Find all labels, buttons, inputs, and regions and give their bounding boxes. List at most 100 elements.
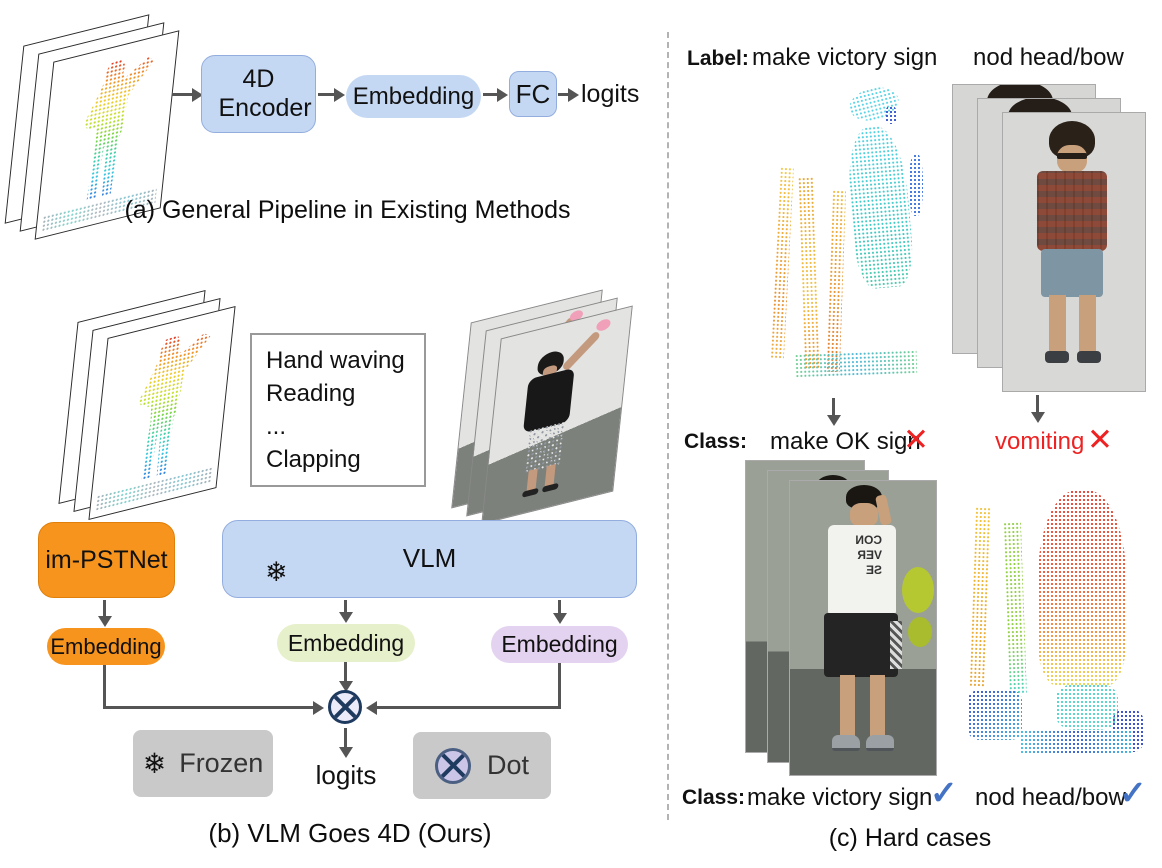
connector-purple-vertical xyxy=(558,663,561,709)
arrow-embedding-to-fc xyxy=(483,93,499,96)
person-foot xyxy=(522,487,539,498)
arrowhead xyxy=(338,612,353,623)
point-cloud-floor xyxy=(95,466,213,513)
arrow-green-to-dot xyxy=(344,662,347,684)
im-pstnet-box: im-PSTNet xyxy=(38,522,175,598)
im-pstnet-label: im-PSTNet xyxy=(45,545,168,574)
encoder-box: 4D Encoder xyxy=(201,55,316,133)
person-shirt xyxy=(1037,171,1107,251)
person-hand-victory xyxy=(875,494,892,526)
person-sneaker xyxy=(832,735,860,751)
prompt-list-box: Hand waving Reading ... Clapping xyxy=(250,333,426,487)
panel-c-caption: (c) Hard cases xyxy=(828,824,992,852)
vlm-box: ❄ VLM xyxy=(222,520,637,598)
person-shirt: CON VER SE xyxy=(828,525,896,617)
embedding-pill-a: Embedding xyxy=(346,75,481,118)
arrowhead xyxy=(192,87,203,102)
correct-class-left: make victory sign xyxy=(747,784,933,811)
connector-orange-horizontal xyxy=(103,706,315,709)
legend-dot-label: Dot xyxy=(486,750,530,780)
pc-blue-patch xyxy=(968,690,1022,740)
arrowhead xyxy=(334,87,345,102)
cross-icon: ✕ xyxy=(1087,422,1113,457)
video-frame-front xyxy=(481,305,633,525)
person-glasses xyxy=(1057,153,1087,159)
person-leg xyxy=(1049,295,1066,353)
arrow-pstnet-to-embedding xyxy=(103,600,106,618)
pc-torso xyxy=(1038,490,1126,686)
embedding-pill-text: Embedding xyxy=(277,624,415,662)
class-prefix: Class: xyxy=(684,430,748,453)
wrong-class-left: make OK sign xyxy=(770,428,921,455)
snowflake-icon: ❄ xyxy=(265,557,288,587)
legend-frozen: ❄ Frozen xyxy=(133,730,273,797)
arrow-dot-to-logits xyxy=(344,728,347,750)
green-chair xyxy=(908,617,932,647)
person-shorts xyxy=(1041,249,1103,297)
arrowhead xyxy=(338,747,353,758)
connector-purple-horizontal xyxy=(377,706,561,709)
legend-frozen-label: Frozen xyxy=(179,748,264,778)
photo-front xyxy=(1002,112,1146,392)
person-shorts xyxy=(824,613,898,677)
person-shoe xyxy=(1045,351,1069,363)
pc-strip xyxy=(769,166,795,360)
photo-front: CON VER SE xyxy=(789,480,937,776)
label-prefix: Label: xyxy=(687,47,749,70)
pc-dots-blue xyxy=(909,154,923,216)
encoder-label: 4D Encoder xyxy=(218,65,312,122)
embedding-pill-video: Embedding xyxy=(491,626,628,663)
green-chair xyxy=(902,567,934,613)
arrowhead xyxy=(313,700,324,715)
panel-b: Hand waving Reading ... Clapping xyxy=(0,260,660,868)
panel-a: 4D Encoder Embedding FC logits (a) Gener… xyxy=(0,0,660,240)
arrowhead xyxy=(552,613,567,624)
panel-b-caption: (b) VLM Goes 4D (Ours) xyxy=(208,818,492,848)
prompt-item: Reading xyxy=(266,380,356,408)
logits-text-a: logits xyxy=(581,80,640,108)
dot-product-icon xyxy=(434,747,471,784)
check-icon: ✓ xyxy=(1119,774,1147,811)
prompt-item: Clapping xyxy=(266,446,361,474)
panel-a-caption: (a) General Pipeline in Existing Methods xyxy=(124,196,571,224)
arrowhead xyxy=(366,700,377,715)
wrong-class-right: vomiting xyxy=(995,428,1085,455)
person-sneaker xyxy=(866,735,894,751)
point-cloud-red xyxy=(962,472,1144,772)
correct-class-right: nod head/bow xyxy=(975,784,1126,811)
cross-icon: ✕ xyxy=(903,422,929,457)
label-left: make victory sign xyxy=(752,44,938,71)
class-prefix: Class: xyxy=(682,786,746,809)
arrowhead xyxy=(1030,412,1045,423)
vlm-label: VLM xyxy=(402,543,457,573)
person-face xyxy=(1057,145,1087,173)
arrow-vlm-to-video-embedding xyxy=(558,600,561,615)
person-shirt xyxy=(522,367,575,434)
pc-floor xyxy=(794,349,918,379)
arrow-vlm-to-text-embedding xyxy=(344,600,347,614)
person-leg xyxy=(1079,295,1096,353)
arrowhead xyxy=(497,87,508,102)
fc-label: FC xyxy=(515,78,551,109)
arrow-stack-to-encoder xyxy=(172,93,194,96)
arrow-encoder-to-embedding xyxy=(318,93,336,96)
embedding-label: Embedding xyxy=(501,631,618,657)
connector-orange-vertical xyxy=(103,665,106,709)
snowflake-icon: ❄ xyxy=(142,748,167,779)
embedding-label: Embedding xyxy=(287,629,405,656)
arrow-fc-to-logits xyxy=(558,93,570,96)
pink-object xyxy=(595,317,612,333)
person-face xyxy=(850,503,878,527)
pc-dots-blue xyxy=(885,106,897,124)
video-stack-b xyxy=(451,280,650,525)
point-cloud-victory xyxy=(757,72,937,392)
embedding-pill-point: Embedding xyxy=(47,628,165,665)
shorts-pattern xyxy=(890,621,902,669)
panel-c: Label: make victory sign nod head/bow xyxy=(660,0,1162,868)
point-cloud-stack-b xyxy=(58,282,252,520)
person-capris xyxy=(524,420,566,474)
panel-divider xyxy=(667,32,669,820)
photo-stack-plaid xyxy=(952,84,1146,394)
label-right: nod head/bow xyxy=(973,44,1124,71)
arrowhead xyxy=(97,616,112,627)
